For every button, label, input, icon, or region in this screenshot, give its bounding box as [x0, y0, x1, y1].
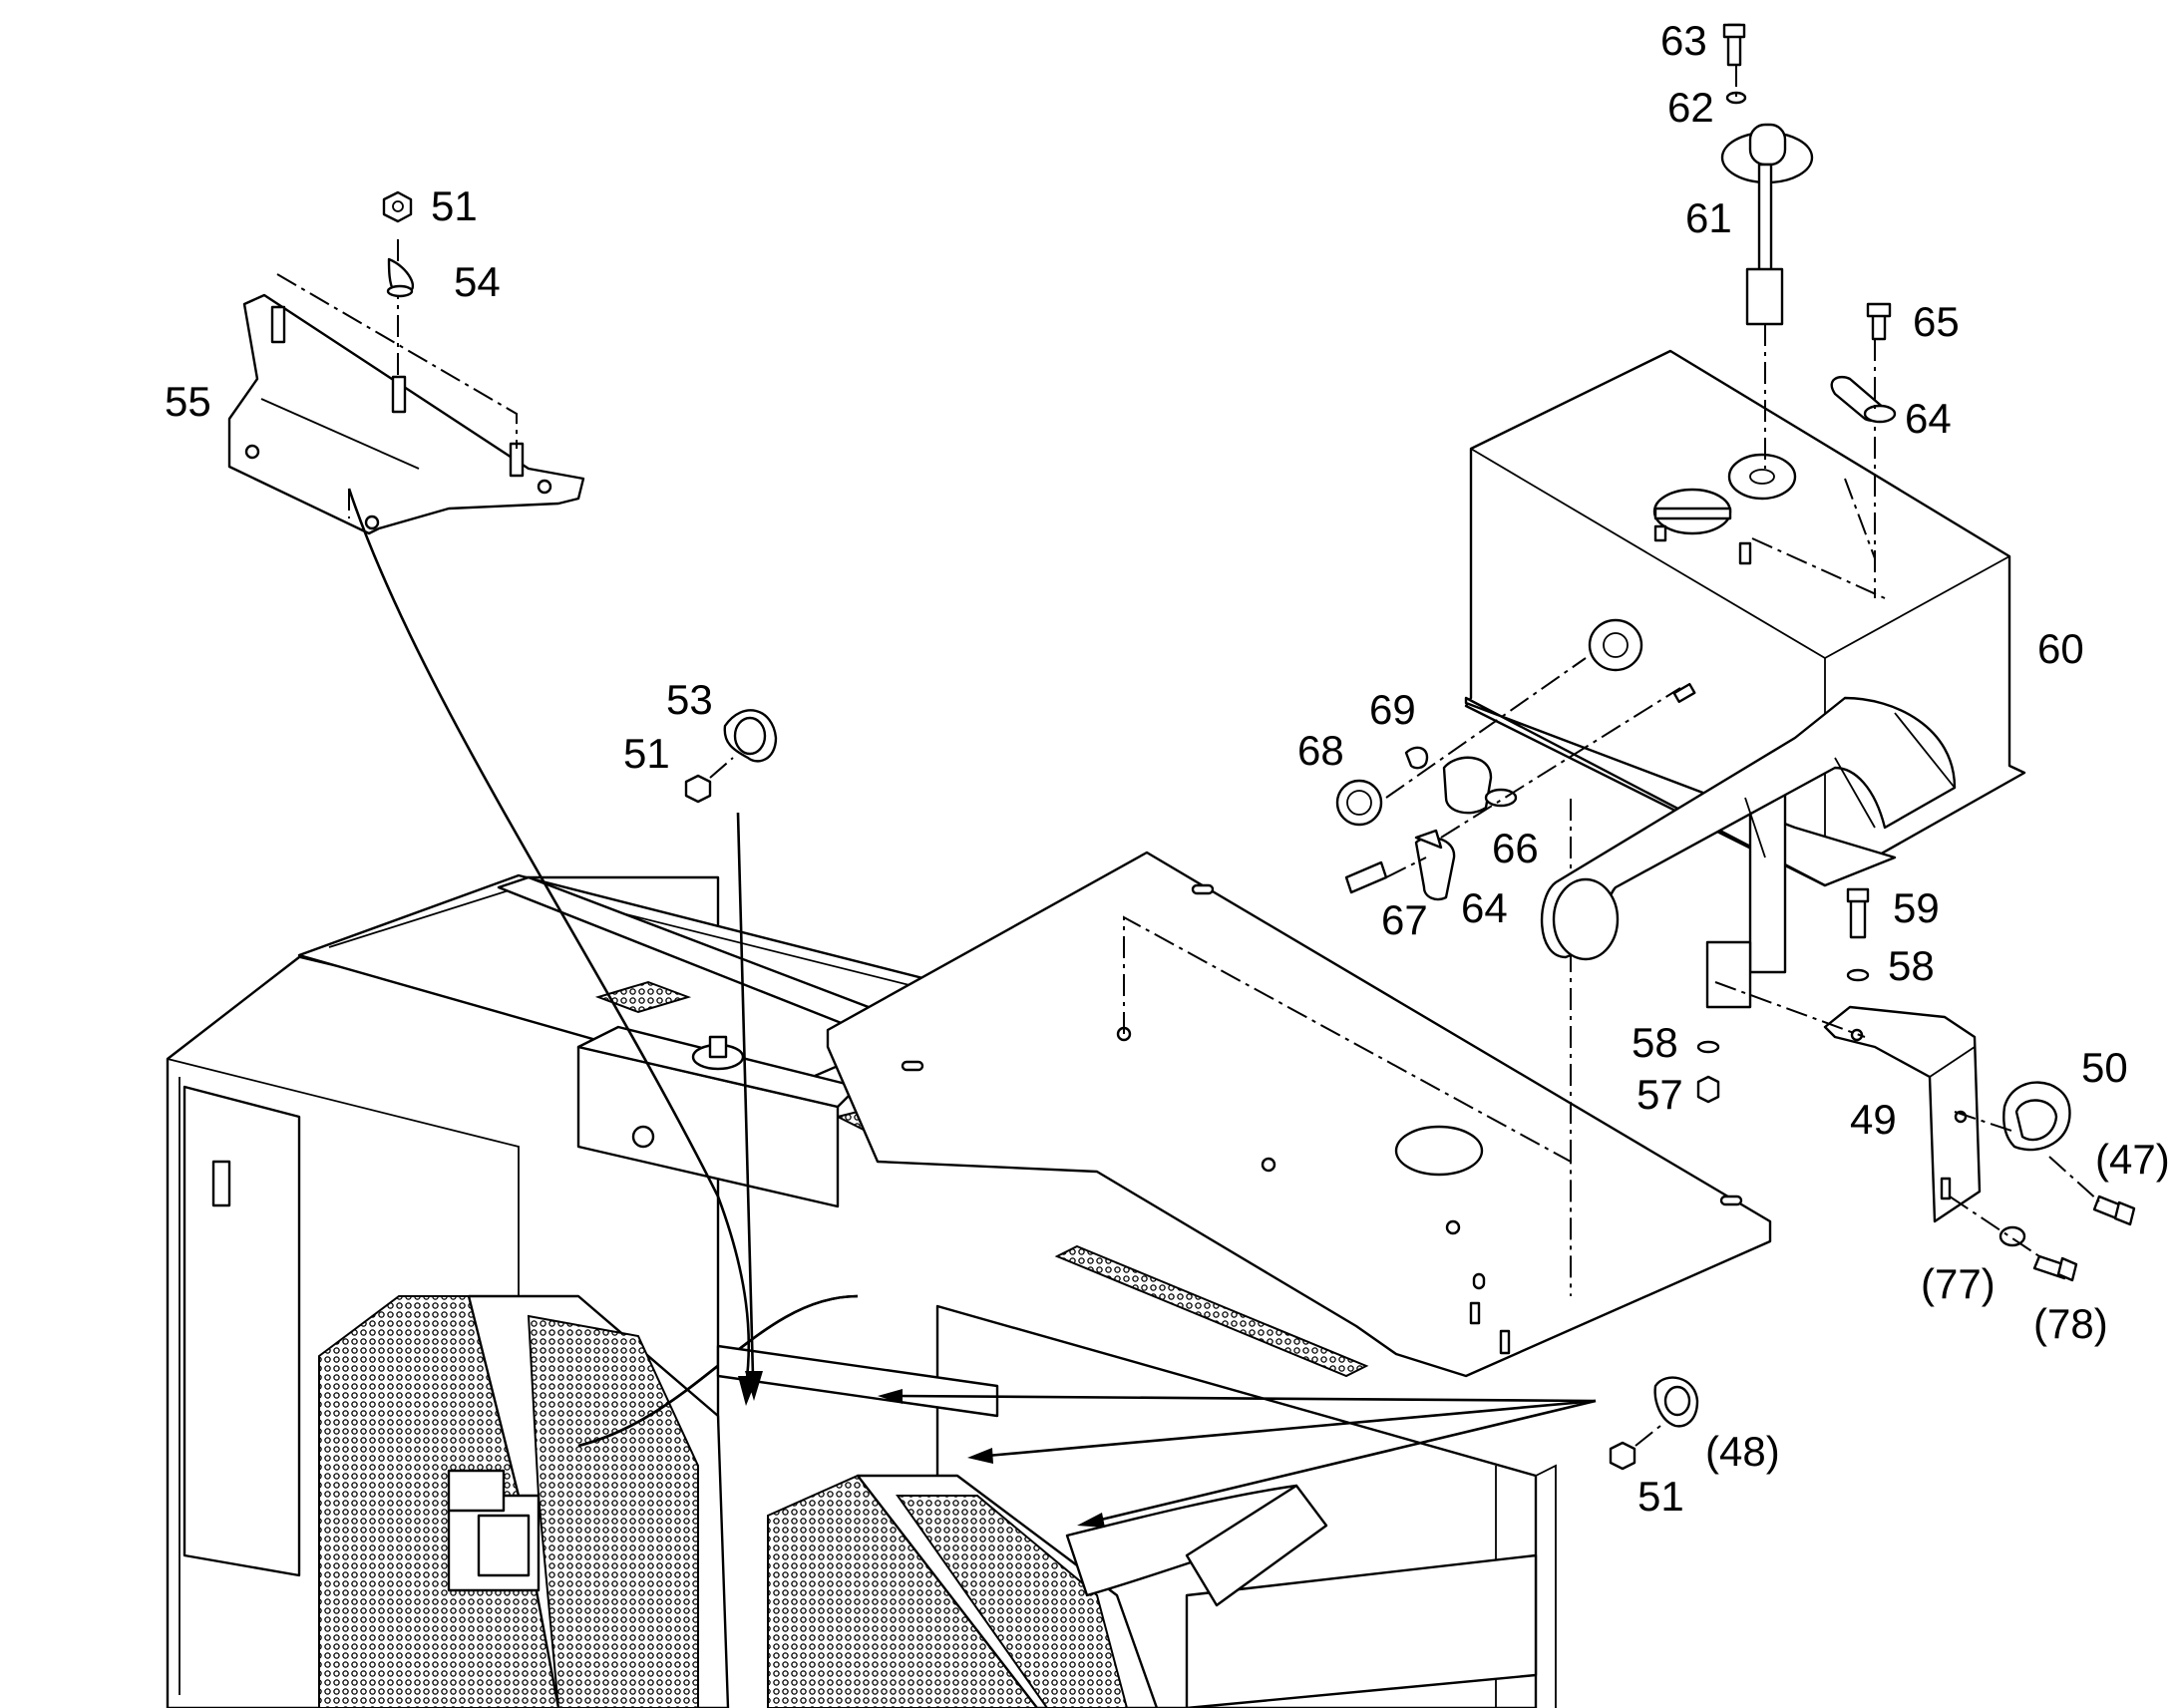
label-57: 57 [1636, 1071, 1683, 1118]
bracket-49-group [1696, 887, 2136, 1282]
label-67: 67 [1381, 896, 1428, 943]
label-58-left: 58 [1632, 1019, 1678, 1066]
label-77: (77) [1921, 1260, 1996, 1307]
label-51-bottom: 51 [1637, 1473, 1684, 1520]
callout-labels: 63 62 61 65 64 60 51 54 55 53 51 69 68 6… [165, 17, 2170, 1520]
clamp-64-top [1830, 302, 1897, 424]
label-60: 60 [2037, 625, 2084, 672]
label-69: 69 [1369, 686, 1416, 733]
label-55: 55 [165, 378, 211, 425]
label-54: 54 [454, 258, 501, 305]
label-58-right: 58 [1888, 942, 1935, 989]
cooling-fans [318, 1294, 1328, 1708]
cover-plate [826, 798, 1772, 1378]
label-49: 49 [1850, 1096, 1897, 1143]
tank-60 [1464, 349, 2026, 1009]
label-65: 65 [1913, 298, 1960, 345]
level-sender-61 [1720, 23, 1814, 469]
label-51-top: 51 [431, 182, 478, 229]
label-63: 63 [1660, 17, 1707, 64]
label-68: 68 [1297, 727, 1344, 774]
label-78: (78) [2033, 1300, 2108, 1347]
clip-53-group [684, 709, 778, 1401]
label-62: 62 [1667, 84, 1714, 131]
label-61: 61 [1685, 194, 1732, 241]
fittings-66-69 [1335, 657, 1681, 901]
label-47: (47) [2095, 1136, 2170, 1183]
label-53: 53 [666, 676, 713, 723]
label-48: (48) [1705, 1428, 1780, 1475]
clip-48-group [878, 1376, 1699, 1528]
label-51-center: 51 [623, 730, 670, 777]
label-59: 59 [1893, 884, 1940, 931]
label-50: 50 [2081, 1044, 2128, 1091]
label-64-bottom: 64 [1461, 884, 1508, 931]
label-66: 66 [1492, 825, 1539, 871]
part-55-plate [227, 190, 758, 1406]
label-64-top: 64 [1905, 395, 1952, 442]
